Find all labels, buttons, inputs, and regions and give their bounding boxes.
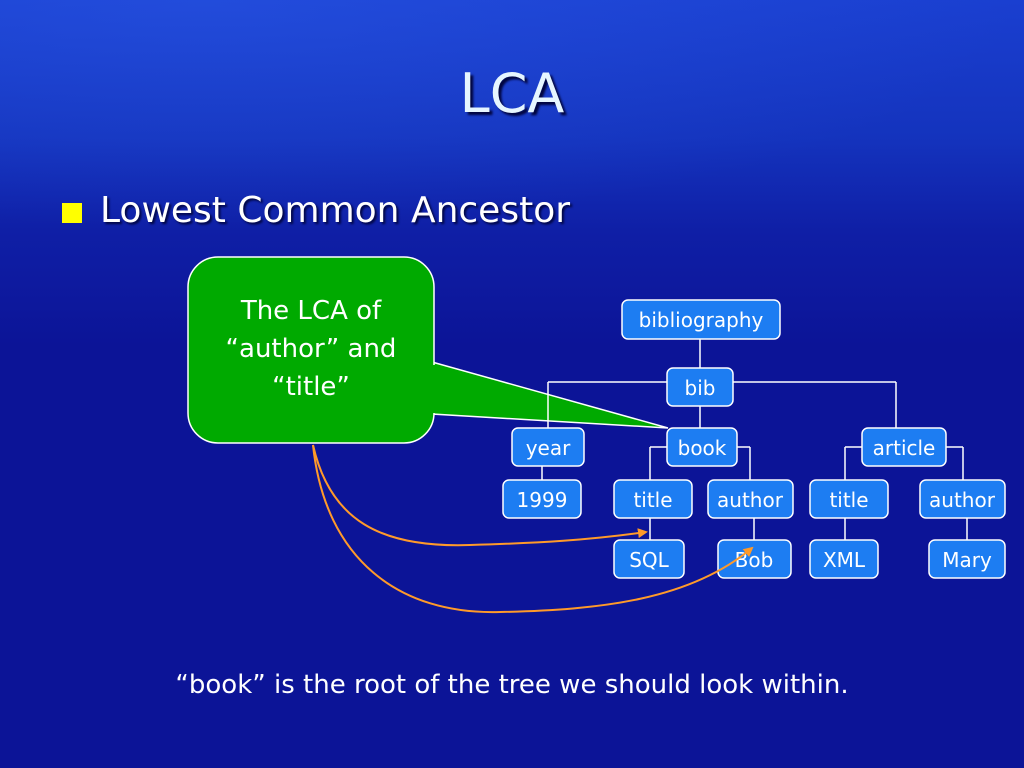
bullet-item: Lowest Common Ancestor [62, 190, 570, 231]
arrow-to-author [312, 444, 754, 614]
arrow-to-title [312, 444, 648, 547]
node-year-value: 1999 [502, 479, 582, 519]
bullet-square-icon [62, 202, 82, 223]
node-book: book [666, 427, 738, 467]
node-year-label: year [526, 436, 571, 460]
callout-box [187, 256, 435, 444]
slide-title: LCA [459, 62, 565, 125]
node-mary: Mary [928, 539, 1006, 579]
node-article-label: article [873, 436, 936, 460]
node-year-value-label: 1999 [517, 488, 568, 512]
node-article-title-label: title [829, 488, 868, 512]
node-mary-label: Mary [942, 548, 992, 572]
node-bob-label: Bob [735, 548, 774, 572]
callout-text: The LCA of “author” and “title” [188, 292, 434, 406]
node-bib: bib [666, 367, 734, 407]
callout-pointer [431, 361, 669, 429]
callout-line-1: The LCA of [240, 296, 382, 326]
node-book-label: book [678, 436, 727, 460]
callout-line-3: “title” [272, 372, 350, 402]
node-book-author-label: author [717, 488, 784, 512]
node-article-author-label: author [929, 488, 996, 512]
node-article: article [861, 427, 947, 467]
node-xml-label: XML [823, 548, 866, 572]
node-xml: XML [809, 539, 879, 579]
node-year: year [511, 427, 585, 467]
node-bibliography: bibliography [621, 299, 781, 340]
node-sql-label: SQL [629, 548, 669, 572]
callout-bubble [187, 256, 669, 444]
bullet-text: Lowest Common Ancestor [100, 190, 571, 231]
node-book-title-label: title [633, 488, 672, 512]
callout-line-2: “author” and [225, 334, 397, 364]
node-bib-label: bib [685, 376, 716, 400]
node-bob: Bob [717, 539, 792, 579]
node-sql: SQL [613, 539, 685, 579]
node-bibliography-label: bibliography [639, 308, 764, 332]
node-book-title: title [613, 479, 693, 519]
footer-text: “book” is the root of the tree we should… [175, 670, 849, 700]
node-article-author: author [919, 479, 1006, 519]
node-book-author: author [707, 479, 794, 519]
callout-joint [420, 365, 438, 413]
node-article-title: title [809, 479, 889, 519]
